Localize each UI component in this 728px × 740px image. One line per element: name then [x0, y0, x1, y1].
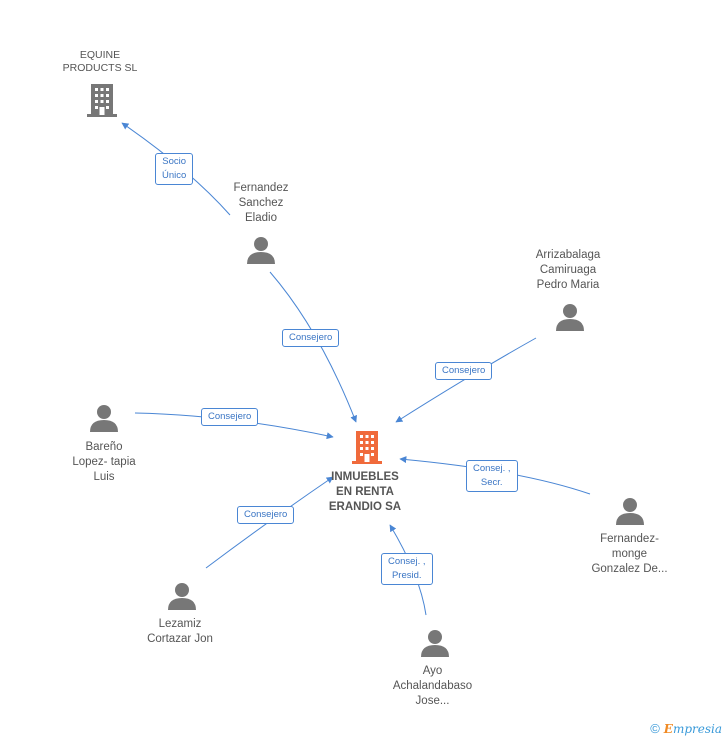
footer-brand: © Empresia	[650, 721, 722, 736]
edge-label-consej-secr: Consej. , Secr.	[466, 460, 518, 492]
edge-label-consejero-lezamiz: Consejero	[237, 506, 295, 524]
person-icon	[421, 630, 449, 657]
node-label-fernandez-sanchez[interactable]: Fernandez Sanchez Eladio	[233, 182, 289, 224]
edge-label-consej-presid: Consej. , Presid.	[381, 553, 433, 585]
brand-logo[interactable]: Empresia	[663, 721, 722, 736]
edge-consejero-arrizabalaga	[395, 337, 537, 423]
edge-label-consejero-bareno: Consejero	[201, 408, 259, 426]
edge-label-socio-unico: Socio Único	[155, 153, 194, 185]
edge-label-consejero-fernandez: Consejero	[282, 329, 340, 347]
node-label-main[interactable]: INMUEBLES EN RENTA ERANDIO SA	[328, 471, 402, 513]
person-icon	[90, 405, 118, 432]
node-label-fernandez-monge[interactable]: Fernandez- monge Gonzalez De...	[591, 533, 668, 575]
node-label-arrizabalaga[interactable]: Arrizabalaga Camiruaga Pedro Maria	[535, 249, 601, 291]
node-label-bareno[interactable]: Bareño Lopez- tapia Luis	[72, 441, 136, 483]
person-icon	[556, 304, 584, 331]
building-icon	[87, 84, 117, 117]
building-icon	[352, 431, 382, 464]
node-label-ayo[interactable]: Ayo Achalandabaso Jose...	[392, 665, 473, 707]
edge-label-consejero-arrizabalaga: Consejero	[435, 362, 493, 380]
edge-consejero-fernandez	[269, 271, 357, 423]
node-label-equine[interactable]: EQUINE PRODUCTS SL	[62, 49, 138, 74]
person-icon	[168, 583, 196, 610]
copyright-icon: ©	[650, 721, 660, 736]
node-label-lezamiz[interactable]: Lezamiz Cortazar Jon	[147, 618, 213, 645]
person-icon	[616, 498, 644, 525]
person-icon	[247, 237, 275, 264]
